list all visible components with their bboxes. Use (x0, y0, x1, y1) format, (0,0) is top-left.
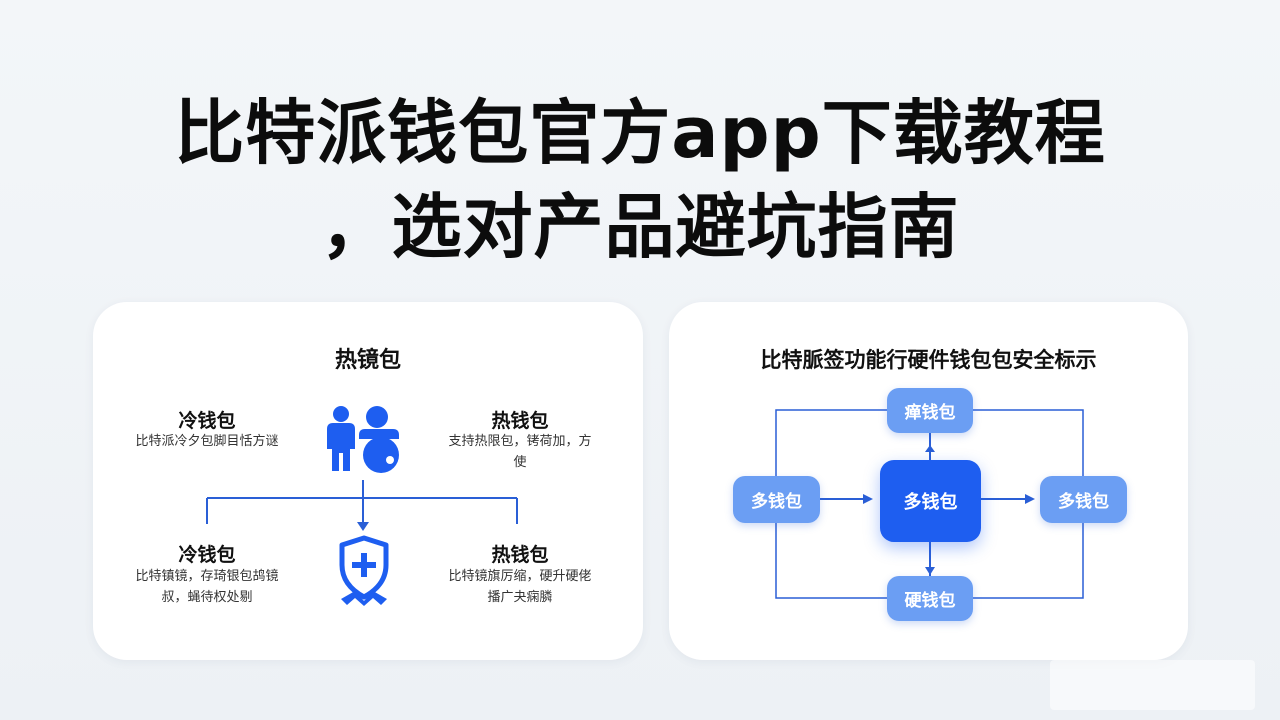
watermark-area (1050, 660, 1255, 710)
page-title-line-2: ，选对产品避坑指南 (320, 186, 960, 268)
right-diagram-card: 比特脈签功能行硬件钱包包安全标示 瘅钱包 多钱包 多钱包 多钱包 硬钱包 (669, 302, 1188, 660)
node-top: 瘅钱包 (887, 388, 973, 433)
bottom-right-node-desc: 比特镜旗厉缩，硬升硬佬播广夬痫膦 (448, 569, 592, 605)
bottom-right-node-title: 热钱包 (491, 544, 549, 566)
left-diagram-card: 热镜包 冷钱包 比特派冷夕包脚目恬方谜 热钱包 支持热限包，铐荷加，方使 冷钱包… (93, 302, 643, 660)
right-card-heading: 比特脈签功能行硬件钱包包安全标示 (760, 348, 1097, 372)
top-left-node-title: 冷钱包 (178, 410, 236, 432)
people-icon (327, 406, 399, 473)
bottom-left-node-desc: 比特镇镜，存琦银包鸪镜叔，蝇待权处剔 (135, 569, 279, 605)
left-card-heading: 热镜包 (334, 348, 401, 373)
shield-plus-icon (339, 535, 389, 606)
bottom-left-node-title: 冷钱包 (178, 544, 236, 566)
page-title-line-1: 比特派钱包官方app下载教程 (174, 92, 1106, 174)
top-right-node-desc: 支持热限包，铐荷加，方使 (448, 434, 592, 470)
node-center: 多钱包 (880, 460, 981, 542)
left-connector-lines (206, 480, 518, 531)
top-left-node-desc: 比特派冷夕包脚目恬方谜 (135, 434, 279, 449)
top-right-node-title: 热钱包 (491, 410, 549, 432)
node-bottom: 硬钱包 (887, 576, 973, 621)
node-right: 多钱包 (1040, 476, 1127, 523)
node-left: 多钱包 (733, 476, 820, 523)
